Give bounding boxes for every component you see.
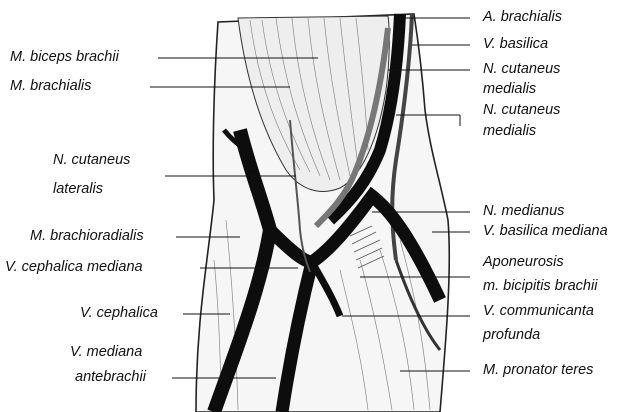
label-cutaneus-medialis-2b: medialis — [483, 122, 536, 141]
label-aponeurosis-1: Aponeurosis — [483, 253, 564, 272]
label-cutaneus-lateralis-2: lateralis — [53, 180, 103, 199]
label-pronator-teres: M. pronator teres — [483, 361, 593, 380]
label-cephalica: V. cephalica — [80, 304, 158, 323]
label-cutaneus-lateralis-1: N. cutaneus — [53, 151, 130, 170]
label-cutaneus-medialis-1b: medialis — [483, 80, 536, 99]
label-mediana-antebrachii-2: antebrachii — [75, 368, 146, 387]
label-cephalica-mediana: V. cephalica mediana — [5, 258, 143, 277]
label-brachioradialis: M. brachioradialis — [30, 227, 144, 246]
label-vena-basilica: V. basilica — [483, 35, 548, 54]
label-arteria-brachialis: A. brachialis — [483, 8, 562, 27]
label-nervus-medianus: N. medianus — [483, 202, 564, 221]
label-communicanta-1: V. communicanta — [483, 302, 594, 321]
label-communicanta-2: profunda — [483, 326, 540, 345]
label-mediana-antebrachii-1: V. mediana — [70, 343, 142, 362]
label-aponeurosis-2: m. bicipitis brachii — [483, 277, 597, 296]
label-brachialis-left: M. brachialis — [10, 77, 91, 96]
label-cutaneus-medialis-1a: N. cutaneus — [483, 60, 560, 79]
label-basilica-mediana: V. basilica mediana — [483, 222, 608, 241]
label-biceps-brachii: M. biceps brachii — [10, 48, 119, 67]
label-cutaneus-medialis-2a: N. cutaneus — [483, 101, 560, 120]
